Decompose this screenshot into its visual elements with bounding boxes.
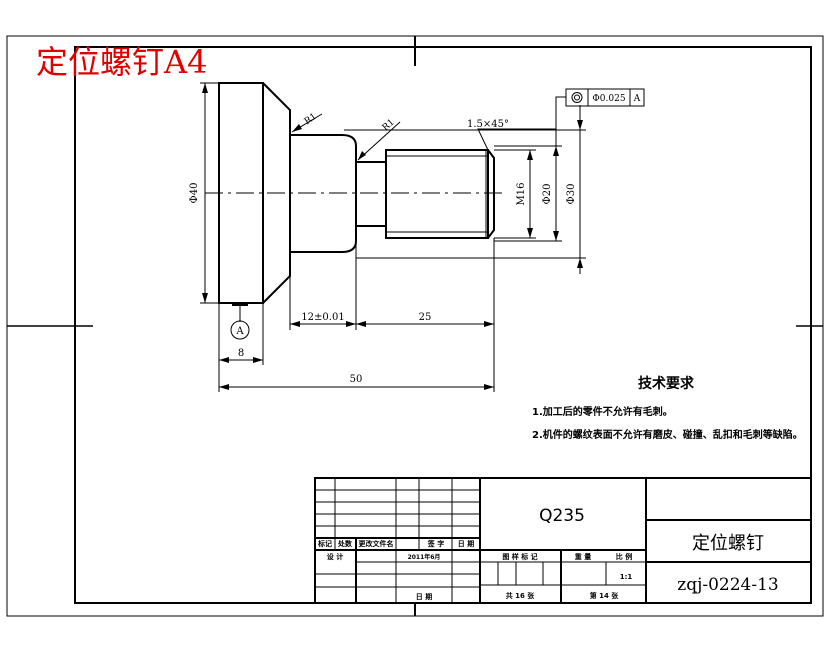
- dim-len-thread: 25: [419, 312, 432, 323]
- tolerance-datum: A: [633, 94, 641, 104]
- sheet-border: [6, 35, 824, 617]
- dim-thread: M16: [516, 183, 527, 206]
- dim-dia-head: Φ40: [189, 183, 200, 204]
- label-chushu: 处数: [337, 539, 353, 548]
- tolerance-value: Φ0.025: [592, 94, 625, 104]
- label-tuyang: 图 样 标 记: [502, 552, 537, 561]
- tech-req-heading: 技术要求: [638, 375, 695, 392]
- part-name: 定位螺钉: [692, 533, 764, 554]
- label-riqi-2: 日 期: [416, 592, 432, 601]
- dim-radius-2: R1: [381, 118, 397, 134]
- tech-req-item-2: 2.机件的螺纹表面不允许有磨皮、碰撞、乱扣和毛刺等缺陷。: [532, 428, 803, 441]
- label-sheet: 第 14 张: [590, 591, 620, 600]
- dim-chamfer: 1.5×45°: [467, 119, 509, 130]
- datum-circle: [230, 320, 250, 340]
- title-block-labels: 标记 处数 更改文件名 签 字 日 期 设 计 2011年6月 日 期 图 样 …: [317, 539, 632, 601]
- label-riqi: 日 期: [458, 539, 474, 548]
- drawing-number: zqj-0224-13: [677, 575, 779, 595]
- label-zhongliang: 重 量: [575, 552, 591, 561]
- dim-len-shoulder: 12±0.01: [301, 312, 344, 323]
- datum-label: A: [235, 326, 244, 337]
- datum-base: [232, 303, 248, 306]
- label-total: 共 16 张: [506, 591, 536, 600]
- label-bili: 比 例: [616, 552, 632, 561]
- thread-minor-lines: [386, 150, 488, 238]
- dim-dia-neck: Φ20: [542, 184, 553, 205]
- tolerance-frame: Φ0.025 A: [565, 88, 645, 107]
- title-block: [314, 477, 812, 604]
- label-scale: 1:1: [620, 573, 633, 581]
- label-genggai: 更改文件名: [359, 539, 394, 548]
- dim-len-total: 50: [350, 374, 363, 385]
- dim-radius-1: R1: [303, 112, 319, 127]
- dim-len-head: 8: [238, 348, 244, 359]
- dimension-arrows: [202, 83, 583, 390]
- tech-req-item-1: 1.加工后的零件不允许有毛刺。: [532, 405, 673, 418]
- overlay-title: 定位螺钉A4: [36, 43, 207, 81]
- label-date: 2011年6月: [408, 553, 441, 561]
- dim-dia-shaft: Φ30: [566, 184, 577, 205]
- label-biaoji: 标记: [317, 539, 332, 548]
- material: Q235: [539, 506, 585, 526]
- label-sheji: 设 计: [327, 552, 343, 561]
- concentricity-icon: [571, 92, 583, 103]
- label-qianzi: 签 字: [427, 539, 444, 548]
